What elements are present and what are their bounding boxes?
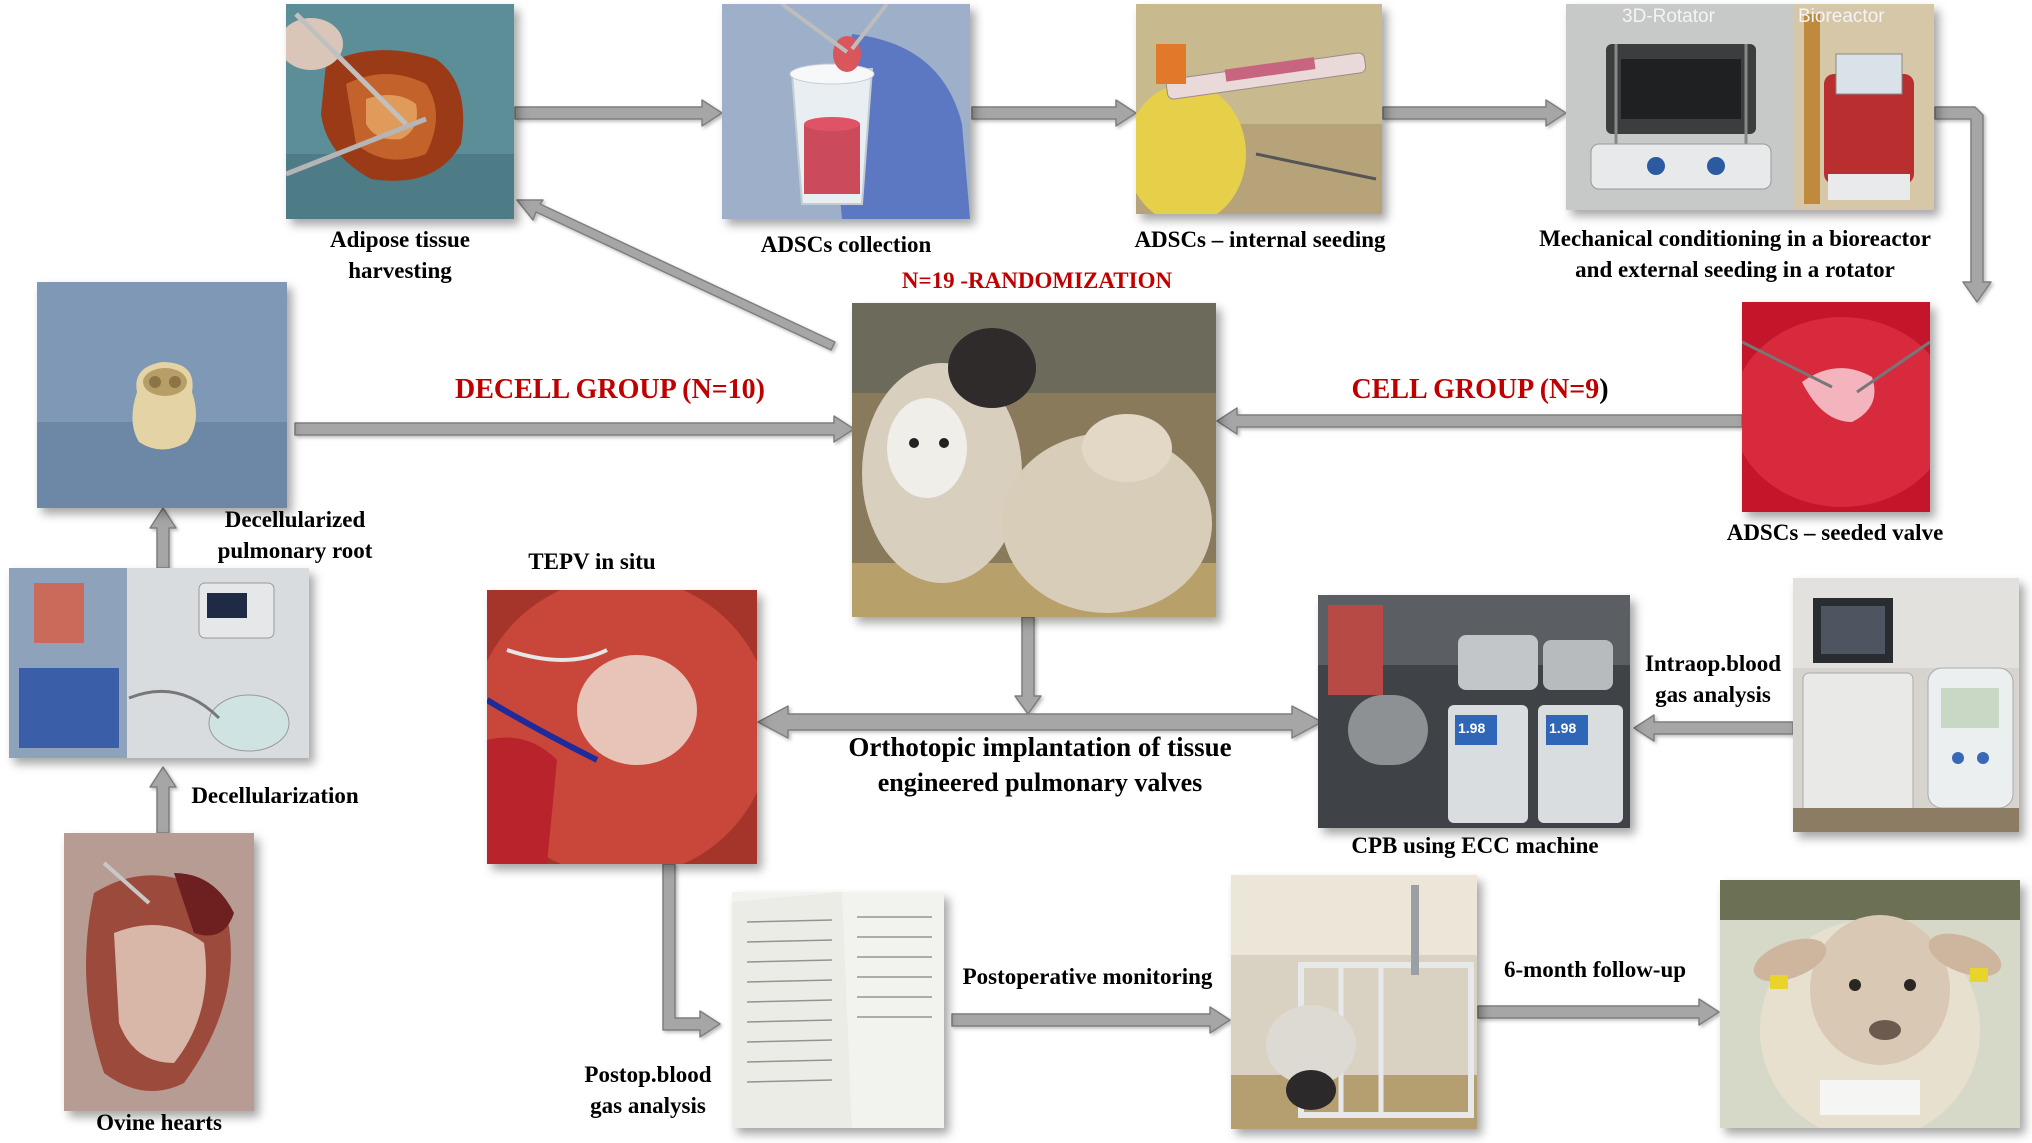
label-adscs-collection: ADSCs collection	[760, 232, 932, 257]
photo-decellularization	[9, 568, 309, 758]
arrow-postop-to-monitoring	[951, 1006, 1231, 1034]
arrow-collection-to-seeding	[971, 99, 1137, 127]
label-decellularization: Decellularization	[191, 783, 359, 808]
photo-postop-monitoring	[1231, 875, 1477, 1129]
photo-seeded-valve	[1742, 302, 1930, 512]
cell-group-title: CELL GROUP (N=9)	[1325, 374, 1635, 406]
photo-internal-seeding	[1136, 4, 1382, 214]
arrow-bioreactor-to-valve	[1934, 106, 1992, 303]
photo-tepv	[487, 590, 757, 864]
photo-adscs-collection	[722, 4, 970, 219]
label-intraop-blood: Intraop.blood gas analysis	[1644, 651, 1782, 707]
label-ovine-hearts: Ovine hearts	[96, 1110, 222, 1135]
label-seeded-valve: ADSCs – seeded valve	[1726, 520, 1944, 545]
decell-group-title: DECELL GROUP (N=10)	[455, 374, 765, 405]
photo-bioreactor: 3D-Rotator Bioreactor	[1566, 4, 1934, 210]
arrow-root-to-sheep	[294, 415, 855, 443]
label-cpb-ecc: CPB using ECC machine	[1351, 833, 1599, 858]
label-followup: 6-month follow-up	[1503, 957, 1687, 982]
arrow-blood-to-cpb	[1633, 714, 1794, 742]
randomization-title: N=19 -RANDOMIZATION	[901, 268, 1173, 293]
center-title-line2: engineered pulmonary valves	[877, 768, 1203, 797]
label-internal-seeding: ADSCs – internal seeding	[1134, 227, 1386, 252]
photo-decell-root	[37, 282, 287, 508]
bioreactor-tag: Bioreactor	[1798, 6, 1885, 27]
label-postop-blood: Postop.blood gas analysis	[584, 1062, 712, 1118]
label-postop-monitoring: Postoperative monitoring	[962, 964, 1213, 989]
arrow-hearts-to-decell	[149, 766, 177, 834]
center-title-line1: Orthotopic implantation of tissue	[848, 732, 1232, 762]
arrow-valve-to-sheep	[1216, 407, 1743, 435]
photo-postop-sheet	[732, 892, 944, 1128]
label-decell-root: Decellularized pulmonary root	[217, 507, 373, 563]
arrow-harvest-to-collection	[514, 99, 723, 127]
photo-ovine-hearts	[64, 833, 254, 1111]
arrow-monitoring-to-followup	[1477, 998, 1720, 1026]
cpb-display-2: 1.98	[1549, 720, 1577, 736]
cpb-display-1: 1.98	[1458, 720, 1486, 736]
cell-group-close: )	[1599, 374, 1609, 405]
photo-sheep-group	[852, 303, 1216, 617]
photo-adipose-harvest	[286, 4, 514, 219]
arrow-decell-to-root	[149, 507, 177, 569]
arrow-tepv-to-postop	[662, 863, 721, 1038]
label-tepv-in-situ: TEPV in situ	[528, 549, 656, 574]
cell-group-main: CELL GROUP (N=9	[1351, 374, 1600, 405]
photo-cpb: 1.98 1.98	[1318, 595, 1630, 828]
rotator-tag: 3D-Rotator	[1622, 6, 1715, 27]
label-mechanical-conditioning: Mechanical conditioning in a bioreactor …	[1539, 226, 1931, 282]
arrow-sheep-to-center	[1014, 616, 1042, 715]
arrow-sheep-to-harvest	[516, 199, 836, 351]
label-adipose-harvest: Adipose tissue harvesting	[330, 227, 470, 283]
photo-followup-sheep	[1720, 880, 2020, 1128]
arrow-seeding-to-bioreactor	[1382, 99, 1567, 127]
photo-blood-gas-analyzer	[1793, 578, 2019, 832]
